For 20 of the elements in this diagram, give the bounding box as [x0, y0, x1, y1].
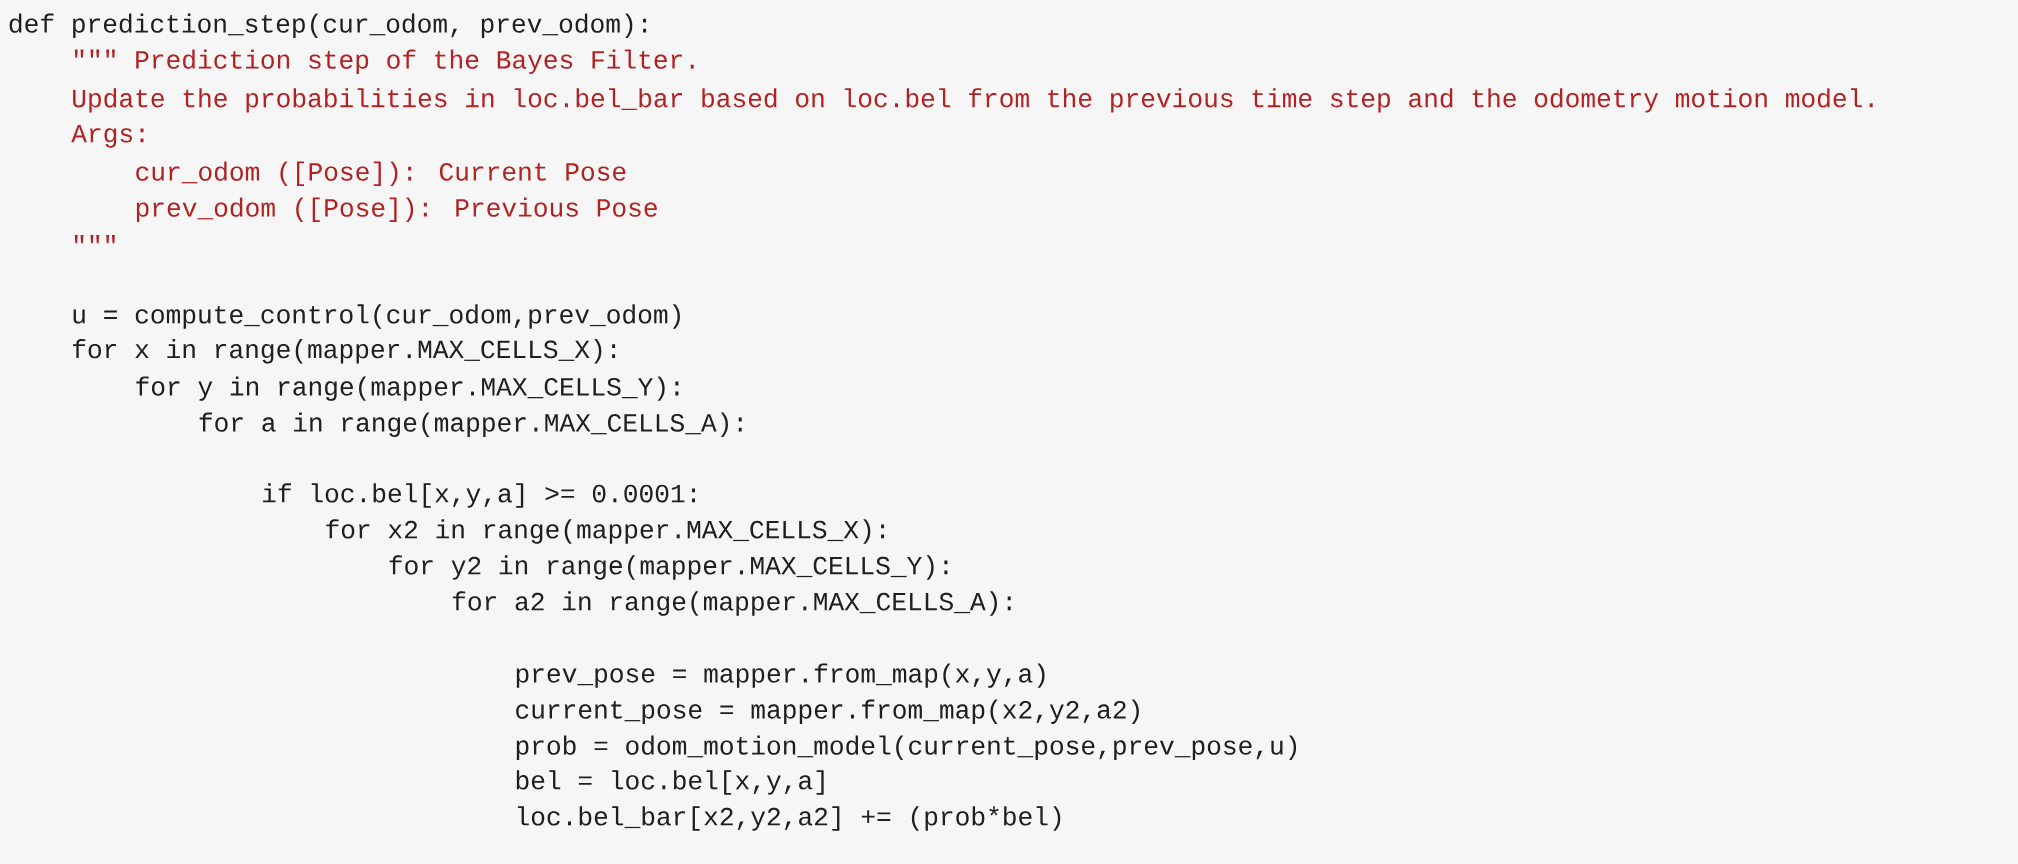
code-line: if loc.bel[x,y,a] >= 0.0001: [263, 483, 695, 508]
code-line: def prediction_step(cur_odom, prev_odom): [9, 13, 647, 38]
code-line: loc.bel_bar[x2,y2,a2] += (prob*bel) [517, 806, 1061, 831]
code-line: prev_pose = mapper.from_map(x,y,a) [516, 663, 1045, 688]
code-line: for a in range(mapper.MAX_CELLS_A): [199, 412, 742, 437]
code-line: cur_odom ([Pose]): Current Pose [136, 161, 626, 186]
code-line: current_pose = mapper.from_map(x2,y2,a2) [516, 699, 1139, 724]
code-line: for x2 in range(mapper.MAX_CELLS_X): [326, 519, 885, 544]
code-line: Args: [71, 125, 144, 148]
code-line: bel = loc.bel[x,y,a] [516, 770, 824, 795]
code-line: for a2 in range(mapper.MAX_CELLS_A): [452, 591, 1011, 616]
code-line: Update the probabilities in loc.bel_bar based on loc.bel from the previous time step and the odometry motion model. [73, 88, 1873, 113]
code-line: """ Prediction step of the Bayes Filter. [74, 49, 694, 74]
code-line: u = compute_control(cur_odom,prev_odom) [73, 304, 680, 329]
code-line: prev_odom ([Pose]): Previous Pose [136, 197, 657, 222]
code-line: for y in range(mapper.MAX_CELLS_Y): [136, 376, 679, 401]
code-line: for x in range(mapper.MAX_CELLS_X): [73, 339, 616, 364]
code-line: """ [74, 235, 115, 244]
code-line: prob = odom_motion_model(current_pose,prev_pose,u) [516, 735, 1297, 760]
code-line: for y2 in range(mapper.MAX_CELLS_Y): [389, 555, 948, 580]
